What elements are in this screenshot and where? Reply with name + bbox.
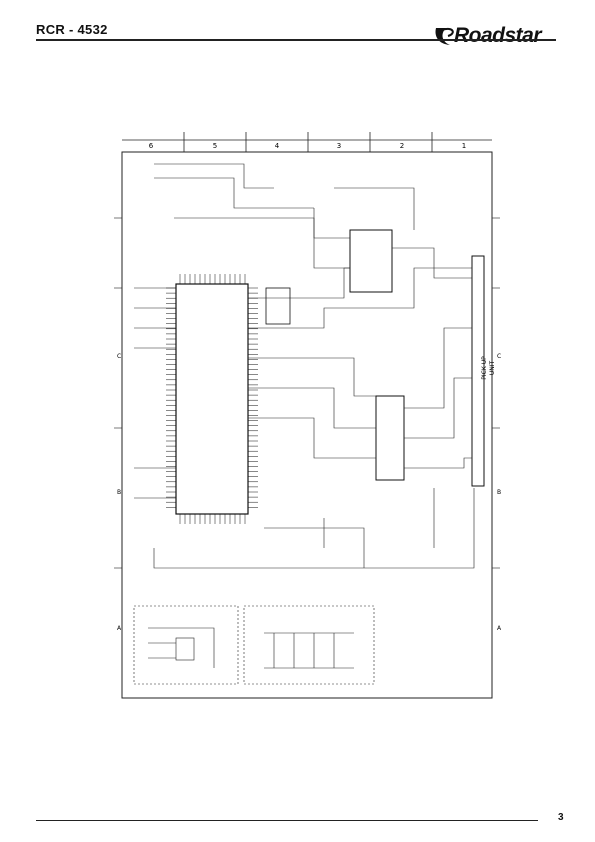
row-label-c-left: C [117, 353, 121, 360]
document-title: RCR - 4532 [36, 22, 108, 37]
brand-name: Roadstar [454, 24, 542, 47]
row-label-a-left: A [117, 625, 122, 632]
page-number: 3 [558, 812, 564, 823]
column-label-2: 2 [400, 142, 404, 150]
row-label-a-right: A [497, 625, 502, 632]
brand-logo: Roadstar [432, 22, 572, 52]
circuit-schematic: 6 5 4 3 2 1 C B A C B A PI [114, 132, 502, 699]
main-ic [166, 274, 258, 524]
schematic-frame [121, 151, 493, 699]
column-label-3: 3 [337, 142, 341, 150]
column-dividers [183, 132, 433, 152]
ic-middle-right [375, 395, 405, 481]
column-label-4: 4 [275, 142, 280, 150]
wiring [134, 163, 475, 569]
column-label-1: 1 [462, 142, 466, 150]
sub-panel-left [133, 605, 239, 685]
pickup-connector [471, 255, 485, 487]
ic-upper-right [349, 229, 393, 293]
ic-small [265, 287, 291, 325]
pickup-unit-label: UNIT [489, 361, 496, 376]
row-label-b-left: B [117, 489, 121, 496]
footer-divider [36, 820, 538, 821]
pickup-label: PICK UP [481, 356, 488, 380]
brand-swoosh-icon [435, 27, 454, 45]
row-label-c-right: C [497, 353, 501, 360]
sub-panel-right [243, 605, 375, 685]
row-label-b-right: B [497, 489, 501, 496]
column-label-6: 6 [149, 142, 154, 150]
header-divider [36, 39, 556, 41]
column-label-5: 5 [213, 142, 217, 150]
